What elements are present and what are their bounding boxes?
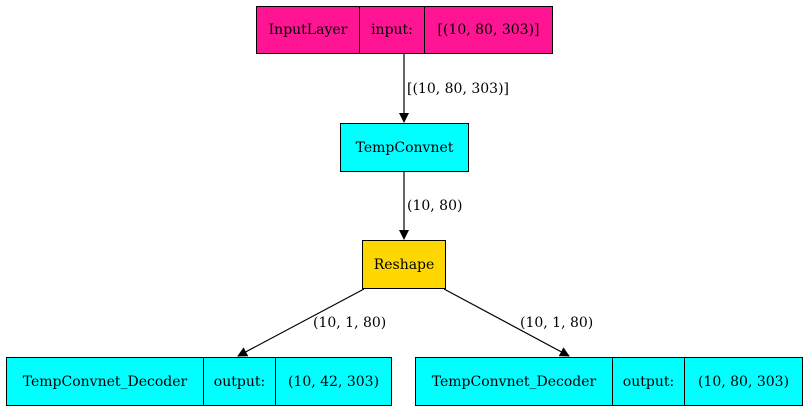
node-name: Reshape: [373, 256, 435, 273]
edge-label-reshape-to-right: (10, 1, 80): [520, 315, 594, 331]
edge-label-reshape-to-left: (10, 1, 80): [313, 315, 387, 331]
shape-label: (10, 80, 303): [684, 358, 802, 405]
tempconvnet-node[interactable]: TempConvnet: [340, 123, 469, 172]
reshape-node[interactable]: Reshape: [362, 240, 446, 289]
shape-label: [(10, 80, 303)]: [424, 7, 552, 53]
node-name: TempConvnet_Decoder: [22, 373, 188, 390]
input-layer-node[interactable]: InputLayer input: [(10, 80, 303)]: [256, 6, 553, 54]
edge-reshape-to-right-decoder: [443, 288, 570, 357]
port-label: input:: [359, 7, 424, 53]
edge-reshape-to-left-decoder: [237, 288, 365, 357]
tempconvnet-decoder-right-node[interactable]: TempConvnet_Decoder output: (10, 80, 303…: [415, 357, 803, 406]
edge-label-input-to-tempconvnet: [(10, 80, 303)]: [407, 81, 509, 97]
port-label: output:: [612, 358, 684, 405]
tempconvnet-decoder-left-node[interactable]: TempConvnet_Decoder output: (10, 42, 303…: [6, 357, 392, 406]
node-name: InputLayer: [268, 22, 348, 38]
node-name: TempConvnet: [355, 139, 454, 156]
shape-label: (10, 42, 303): [275, 358, 391, 405]
port-label: output:: [203, 358, 275, 405]
edge-label-tempconvnet-to-reshape: (10, 80): [407, 198, 463, 214]
node-name: TempConvnet_Decoder: [431, 373, 597, 390]
